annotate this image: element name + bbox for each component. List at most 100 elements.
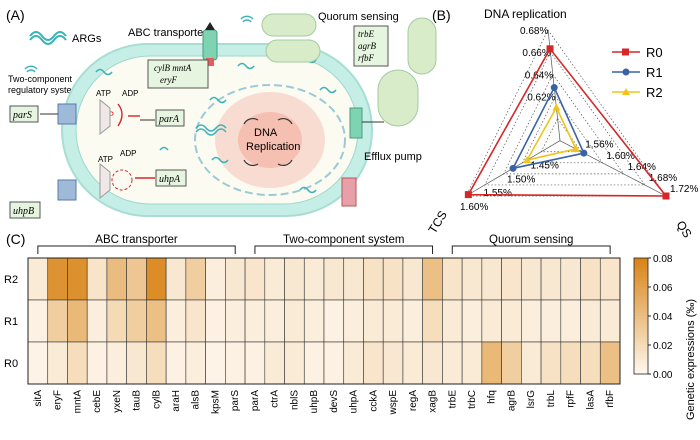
colorbar-step: [634, 345, 648, 349]
radar-title: DNA replication: [484, 7, 567, 21]
radar-point: [523, 156, 532, 164]
group-label: Quorum sensing: [489, 234, 573, 246]
neighbour-cell: [261, 13, 437, 127]
heatmap-frame: [27, 257, 621, 385]
signal-icon: [240, 15, 254, 23]
colorbar-step: [634, 263, 648, 268]
heatmap-cell: [205, 341, 226, 385]
heatmap-cell: [402, 257, 423, 301]
colorbar-step: [634, 324, 648, 329]
gene-box-uhpa: uhpA: [155, 169, 187, 187]
column-label: mntA: [72, 390, 83, 414]
radar-chart: 0.68%0.66%0.64%0.62%1.56%1.60%1.64%1.68%…: [460, 26, 698, 213]
group-bracket: [37, 245, 236, 254]
heatmap-cell: [146, 257, 167, 301]
column-label: devS: [329, 390, 340, 413]
radar-tick-qs: 1.72%: [670, 184, 698, 195]
gene-box-para-label: parA: [158, 114, 180, 125]
column-label: alsB: [191, 390, 202, 410]
column-label: kpsM: [210, 390, 221, 414]
colorbar-step: [634, 281, 648, 285]
heatmap-cell: [382, 341, 404, 385]
heatmap-cell: [580, 257, 601, 301]
radar-axis-qs: QS: [673, 218, 694, 240]
column-label: rfbF: [605, 390, 616, 408]
heatmap-cell: [146, 341, 167, 385]
radar-grid-ring: [484, 51, 646, 186]
svg-text:trbE: trbE: [358, 29, 375, 39]
heatmap-cell: [521, 299, 542, 343]
column-label: wspE: [388, 390, 399, 416]
colorbar-tick-label: 0.00: [653, 370, 673, 381]
colorbar-step: [634, 350, 648, 355]
heatmap-cell: [442, 299, 463, 343]
heatmap-cell: [422, 299, 443, 343]
group-bracket: [254, 245, 434, 254]
atp-label-bottom: ATP: [98, 155, 113, 164]
column-label: trbL: [546, 390, 557, 408]
radar-tick-dna: 0.64%: [525, 70, 553, 81]
colorbar-step: [634, 307, 648, 311]
heatmap-cell: [185, 299, 206, 343]
legend-label-r2: R2: [646, 85, 663, 100]
radar-tick-qs: 1.64%: [628, 162, 656, 173]
heatmap-cell: [225, 341, 246, 385]
colorbar-step: [634, 371, 648, 375]
radar-tick-dna: 0.68%: [520, 26, 548, 37]
heatmap-cell: [442, 341, 463, 385]
column-label: lsrG: [526, 390, 537, 409]
heatmap-cell: [205, 299, 226, 343]
radar-tick-dna: 0.66%: [522, 48, 550, 59]
panel-label-c: (C): [6, 231, 25, 247]
heatmap-cell: [382, 299, 404, 343]
heatmap-cell: [303, 341, 325, 385]
heatmap-cell: [165, 341, 187, 385]
column-label: trbC: [467, 390, 478, 409]
heatmap-cell: [244, 299, 266, 343]
heatmap-cell: [521, 341, 542, 385]
heatmap-cell: [501, 299, 522, 343]
colorbar-step: [634, 310, 648, 314]
heatmap-cell: [106, 257, 127, 301]
colorbar-step: [634, 327, 648, 331]
colorbar-step: [634, 266, 648, 271]
heatmap-cell: [481, 341, 502, 385]
gene-box-para: parA: [155, 109, 185, 127]
gene-box-uhpa-label: uhpA: [159, 174, 181, 185]
heatmap-cell: [47, 257, 68, 301]
legend-marker: [622, 88, 630, 95]
heatmap-cell: [165, 299, 187, 343]
heatmap-cell: [264, 299, 285, 343]
heatmap-cell: [284, 341, 305, 385]
column-label: cylB: [151, 390, 162, 409]
quorum-sensing-label: Quorum sensing: [318, 11, 399, 23]
column-label: hfq: [487, 390, 498, 404]
colorbar-step: [634, 313, 648, 317]
colorbar-step: [634, 362, 648, 366]
heatmap-cell: [501, 341, 522, 385]
heatmap-cell: [47, 341, 68, 385]
radar-axis-tcs: TCS: [425, 208, 450, 236]
heatmap-cell: [481, 299, 502, 343]
radar-series-r2: [525, 105, 578, 162]
heatmap-cell: [126, 299, 147, 343]
dna-replication-label: DNA: [254, 127, 278, 139]
colorbar-step: [634, 289, 648, 294]
heatmap-cell: [323, 299, 345, 343]
column-label: uhpA: [349, 390, 360, 414]
heatmap-cell: [461, 341, 483, 385]
column-label: rpfF: [566, 390, 577, 408]
row-label-r1: R1: [4, 316, 18, 328]
svg-text:eryF: eryF: [160, 75, 177, 85]
radar-tick-tcs: 1.55%: [484, 188, 512, 199]
gene-box-abc-label: cylB mntA: [154, 63, 192, 73]
heatmap-cell: [343, 341, 364, 385]
svg-text:Replication: Replication: [246, 141, 300, 153]
colorbar-step: [634, 339, 648, 343]
radar-tick-tcs: 1.45%: [531, 161, 559, 172]
phosphate-label: P: [108, 110, 114, 120]
